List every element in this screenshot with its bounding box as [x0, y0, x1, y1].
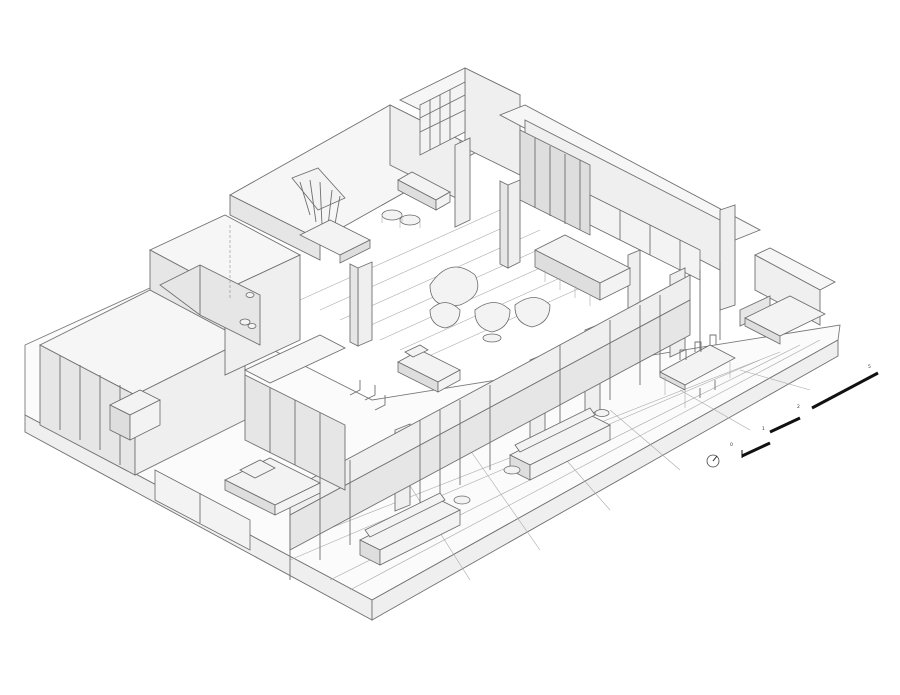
bathroom-walls	[148, 214, 302, 376]
study-sofa	[397, 171, 451, 211]
bookshelf	[419, 81, 466, 156]
scale-label-5: 5	[868, 364, 871, 370]
round-stools	[453, 409, 610, 505]
front-facade	[289, 262, 721, 580]
dining-chairs-left	[349, 380, 386, 411]
sofa-front-left	[359, 492, 461, 566]
study-ottomans	[381, 209, 421, 228]
terrace-benches	[744, 295, 826, 345]
bathroom-fixtures	[239, 292, 257, 329]
scale-label-2: 2	[797, 404, 800, 410]
kitchen-cabinets	[519, 129, 701, 281]
bed	[224, 457, 321, 516]
living-sofa	[397, 344, 461, 393]
bedroom-desk	[154, 469, 251, 551]
kitchen-island	[534, 234, 631, 306]
wardrobe	[109, 389, 161, 441]
sofa-front-right	[509, 407, 611, 481]
bedroom-partition	[243, 334, 347, 491]
pendant-lamp	[291, 167, 346, 227]
console-table	[299, 219, 371, 264]
scale-label-0: 0	[730, 442, 733, 448]
bedroom-walls	[24, 289, 246, 476]
scale-bar: 0 1 2 5	[730, 364, 879, 458]
scale-label-1: 1	[762, 426, 765, 432]
compass-north-icon	[706, 454, 720, 468]
dining-table	[659, 334, 736, 408]
lounge-chairs	[429, 266, 551, 343]
